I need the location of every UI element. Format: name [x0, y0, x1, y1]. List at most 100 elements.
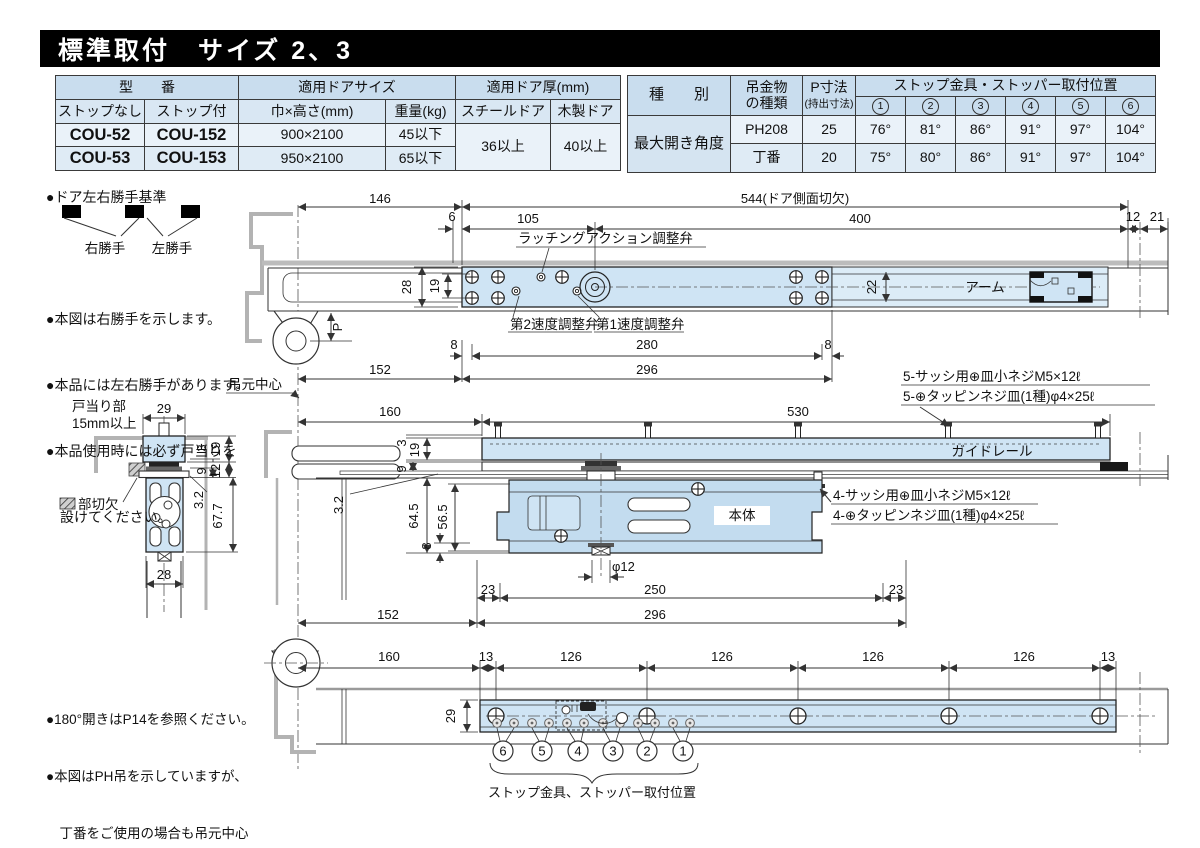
dim-296: 296: [636, 362, 658, 377]
dim-12: 12: [208, 464, 223, 478]
svg-text:吊元中心: 吊元中心: [228, 377, 282, 392]
cell-a22: 80°: [905, 143, 956, 173]
hanger-line1: 吊金物: [745, 79, 788, 96]
model-size-table: 型 番 適用ドアサイズ 適用ドア厚(mm) ストップなし ストップ付 巾×高さ(…: [55, 75, 621, 171]
guide-rail-label: ガイドレール: [952, 444, 1033, 459]
cell-a16: 104°: [1105, 115, 1156, 144]
dim-P: P: [330, 323, 345, 332]
dim-29: 29: [157, 401, 171, 416]
dim-530: 530: [787, 404, 809, 419]
cell-p20: 20: [802, 143, 856, 173]
dim-22: 22: [864, 280, 879, 294]
dim-152: 152: [377, 607, 399, 622]
cell-p-header: P寸法(持出寸法): [802, 75, 856, 116]
cell-cou153: COU-153: [144, 146, 239, 171]
dim-19: 19: [407, 443, 422, 457]
cell-hinge: 丁番: [730, 143, 803, 173]
door-swing-diagram: 右勝手 左勝手: [62, 205, 200, 256]
swing-note-heading: ●ドア左右勝手基準: [46, 189, 167, 205]
dim-28: 28: [157, 567, 171, 582]
cell-weight1: 45以下: [385, 123, 456, 147]
dim-21: 21: [1150, 209, 1164, 224]
page-title-bar: 標準取付 サイズ 2、3: [40, 30, 1160, 67]
note-line: 設けてください。: [46, 509, 172, 525]
dim-296: 296: [644, 607, 666, 622]
latching-valve-label: ラッチングアクション調整弁: [518, 231, 693, 246]
dim-23-right: 23: [889, 582, 903, 597]
door-stop-note-2: 15mm以上: [72, 416, 137, 431]
dim-13-right: 13: [1101, 649, 1115, 664]
circled-3: 3: [972, 98, 989, 115]
note-line: 丁番をご使用の場合も吊元中心: [46, 826, 249, 841]
cell-circ6: 6: [1105, 96, 1156, 116]
dim-8-right: 8: [824, 337, 831, 352]
cell-model-header: 型 番: [55, 75, 239, 100]
dim-23-left: 23: [481, 582, 495, 597]
cell-circ3: 3: [955, 96, 1006, 116]
dim-64-5: 64.5: [406, 503, 421, 528]
left-hand-label: 左勝手: [152, 241, 193, 256]
dim-19: 19: [208, 442, 223, 456]
cell-a21: 75°: [855, 143, 906, 173]
cell-circ2: 2: [905, 96, 956, 116]
note-line: ●本品使用時には必ず戸当りを: [46, 443, 237, 459]
note-line: ●本図は右勝手を示します。: [46, 311, 222, 327]
dim-105: 105: [517, 211, 539, 226]
pos-num-5: 5: [538, 744, 545, 759]
dim-12: 12: [1126, 209, 1140, 224]
cell-wood-val: 40以上: [550, 123, 621, 171]
bottom-plan-drawing: 6 5 4 3 2 1 160 13 126 126 126 126 13 29…: [264, 638, 1169, 800]
dim-8: 8: [419, 542, 434, 549]
vertical-section-drawing: 戸当り部 15mm以上 29 3 19 9 12 3.2 67.7 28 部切欠: [59, 399, 238, 618]
cell-withstop: ストップ付: [144, 99, 239, 124]
dim-126-4: 126: [1013, 649, 1035, 664]
dim-3: 3: [194, 444, 209, 451]
cell-hanger-header: 吊金物の種類: [730, 75, 803, 116]
cell-circ1: 1: [855, 96, 906, 116]
body-label: 本体: [729, 508, 757, 523]
cell-p25: 25: [802, 115, 856, 144]
pos-num-3: 3: [609, 744, 616, 759]
circled-5: 5: [1072, 98, 1089, 115]
dim-67-7: 67.7: [210, 503, 225, 528]
circled-2: 2: [922, 98, 939, 115]
cell-a24: 91°: [1005, 143, 1056, 173]
dim-3-2: 3.2: [331, 496, 346, 514]
cell-size2: 950×2100: [238, 146, 386, 171]
screw-note-5a: 5-サッシ用⊕皿小ネジM5×12ℓ: [903, 369, 1081, 384]
bottom-notes: ●180°開きはP14を参照ください。 ●本図はPH吊を示していますが、 丁番を…: [46, 672, 255, 848]
cell-a15: 97°: [1055, 115, 1106, 144]
circled-1: 1: [872, 98, 889, 115]
cell-a12: 81°: [905, 115, 956, 144]
cell-max-angle: 最大開き角度: [627, 115, 731, 173]
cell-size1: 900×2100: [238, 123, 386, 147]
screw-note-4a: 4-サッシ用⊕皿小ネジM5×12ℓ: [833, 488, 1011, 503]
dim-28: 28: [399, 280, 414, 294]
cell-cou53: COU-53: [55, 146, 145, 171]
dim-152: 152: [369, 362, 391, 377]
cell-a14: 91°: [1005, 115, 1056, 144]
hanger-line2: の種類: [745, 94, 788, 111]
cell-a26: 104°: [1105, 143, 1156, 173]
dim-phi12: φ12: [612, 559, 635, 574]
hanger-center-label: 吊元中心: [226, 377, 300, 399]
dim-6: 6: [448, 209, 455, 224]
cell-wood: 木製ドア: [550, 99, 621, 124]
screw-note-4b: 4-⊕タッピンネジ皿(1種)φ4×25ℓ: [833, 508, 1025, 523]
cell-kind: 種 別: [627, 75, 731, 116]
dim-280: 280: [636, 337, 658, 352]
p-line2: (持出寸法): [804, 98, 854, 111]
top-plan-drawing: 146 544(ドア側面切欠) 6 105 400 12 21 28 19 P …: [245, 191, 1169, 383]
pos-num-2: 2: [643, 744, 650, 759]
middle-section-drawing: 160 530 3 19 9 3.2 64.5 56.5 8 φ12 23 25…: [264, 369, 1169, 628]
cell-weight2: 65以下: [385, 146, 456, 171]
cell-steel-val: 36以上: [455, 123, 551, 171]
door-stop-note-1: 戸当り部: [72, 399, 126, 414]
cell-weight: 重量(kg): [385, 99, 456, 124]
note-line: ●本品には左右勝手があります。: [46, 377, 250, 393]
pos-num-4: 4: [574, 744, 581, 759]
dim-3: 3: [394, 439, 409, 446]
circled-4: 4: [1022, 98, 1039, 115]
